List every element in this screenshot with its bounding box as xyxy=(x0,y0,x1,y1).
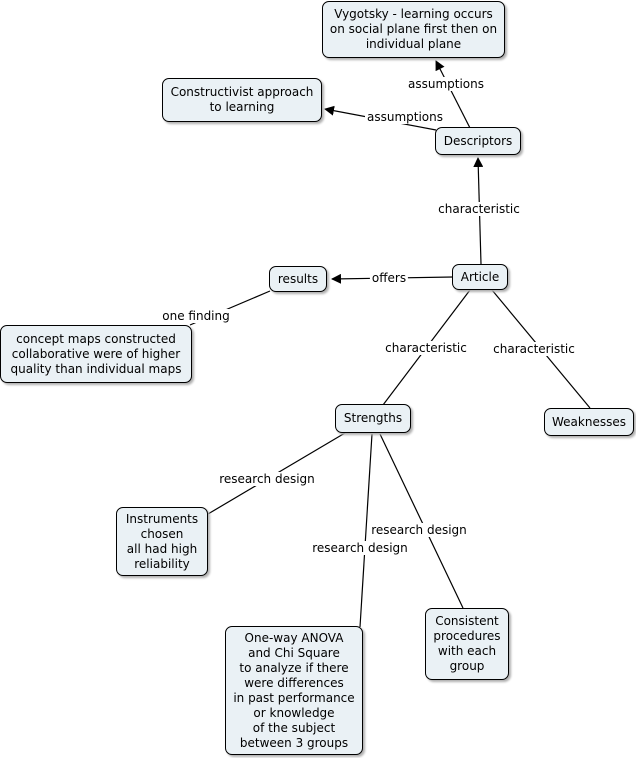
link-label-characteristic-weaknesses: characteristic xyxy=(491,342,577,356)
node-article[interactable]: Article xyxy=(452,264,508,290)
link-label-characteristic-strengths: characteristic xyxy=(383,341,469,355)
node-anova[interactable]: One-way ANOVA and Chi Square to analyze … xyxy=(225,626,363,755)
node-weaknesses[interactable]: Weaknesses xyxy=(544,408,634,436)
link-strengths-consistent xyxy=(379,433,464,609)
node-vygotsky[interactable]: Vygotsky - learning occurs on social pla… xyxy=(322,1,505,58)
link-label-characteristic-descriptors: characteristic xyxy=(436,202,522,216)
link-label-assumptions-vygotsky: assumptions xyxy=(405,77,487,91)
node-consistent[interactable]: Consistent procedures with each group xyxy=(425,608,509,680)
node-constructivist[interactable]: Constructivist approach to learning xyxy=(162,78,322,122)
node-instruments[interactable]: Instruments chosen all had high reliabil… xyxy=(116,507,208,576)
node-concept-maps[interactable]: concept maps constructed collaborative w… xyxy=(0,325,192,383)
link-label-offers: offers xyxy=(369,271,409,285)
link-descriptors-vygotsky xyxy=(435,60,471,129)
link-label-research-design-instruments: research design xyxy=(217,472,317,486)
node-results[interactable]: results xyxy=(269,266,327,292)
link-label-one-finding: one finding xyxy=(160,309,232,323)
node-descriptors[interactable]: Descriptors xyxy=(435,127,521,155)
link-strengths-anova xyxy=(359,433,373,628)
link-label-research-design-anova: research design xyxy=(310,541,410,555)
link-label-assumptions-constructivist: assumptions xyxy=(364,110,446,124)
link-label-research-design-consistent: research design xyxy=(369,523,469,537)
node-strengths[interactable]: Strengths xyxy=(335,404,411,433)
